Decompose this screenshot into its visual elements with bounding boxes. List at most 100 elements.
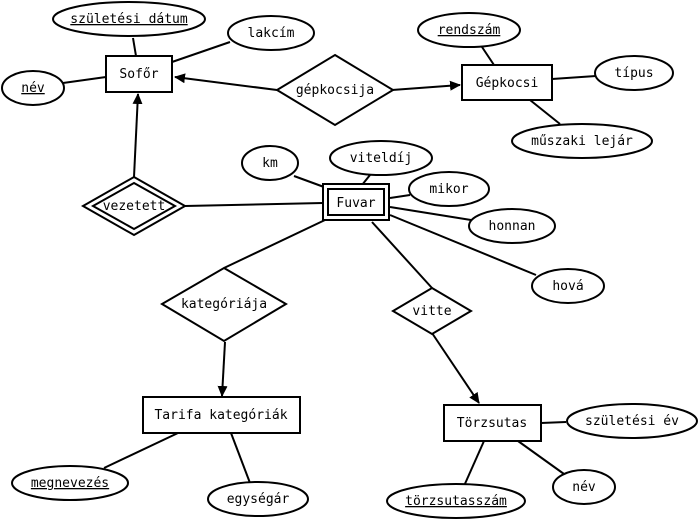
edge-vezetett-sofor: [132, 93, 143, 178]
edge-tarifa-egysegar: [230, 432, 251, 484]
attribute-tipus: típus: [594, 55, 674, 91]
attribute-nev-torzsutas: név: [552, 469, 616, 505]
edge-fuvar-mikor: [389, 194, 411, 199]
edge-tarifa-megnevezes: [103, 432, 179, 469]
entity-box: [105, 55, 173, 93]
attribute-hova: hová: [531, 268, 605, 304]
attribute-ellipse: [207, 481, 309, 517]
relationship-vitte: vitte: [391, 286, 473, 336]
entity-tarifa-kategoriak: Tarifa kategóriák: [142, 396, 301, 434]
relationship-label: vezetett: [103, 199, 166, 214]
entity-label: Tarifa kategóriák: [154, 408, 287, 423]
entity-box: [443, 404, 542, 442]
relationship-diamond: [160, 266, 288, 343]
entity-label: Törzsutas: [457, 416, 527, 431]
attribute-label: rendszám: [438, 23, 501, 38]
attribute-muszaki-lejar: műszaki lejár: [511, 123, 653, 159]
attribute-rendszam: rendszám: [417, 12, 521, 48]
entity-fuvar: Fuvar: [322, 183, 390, 221]
attribute-lakcim: lakcím: [227, 15, 315, 51]
relationship-label: gépkocsija: [296, 83, 374, 98]
relationship-diamond: [275, 53, 395, 127]
attribute-label: műszaki lejár: [531, 134, 633, 149]
edge-gepkocsija-sofor: [174, 73, 278, 91]
attribute-ellipse: [11, 465, 129, 501]
attribute-honnan: honnan: [468, 208, 556, 244]
attribute-torzsutasszam: törzsutasszám: [386, 483, 526, 519]
edges: [62, 37, 597, 487]
edge-fuvar-honnan: [389, 206, 472, 221]
attribute-ellipse: [566, 403, 698, 439]
attribute-label: név: [572, 480, 596, 495]
attribute-ellipse: [531, 268, 605, 304]
relationship-diamond-inner: [90, 181, 178, 231]
attribute-egysegar: egységár: [207, 481, 309, 517]
attribute-km: km: [241, 145, 299, 181]
relationship-label: kategóriája: [181, 297, 267, 312]
relationship-diamond: [391, 286, 473, 336]
attribute-ellipse: [329, 140, 433, 176]
attribute-label: típus: [614, 66, 653, 81]
attribute-ellipse: [511, 123, 653, 159]
attribute-ellipse: [1, 70, 65, 106]
edge-gepkocsi-rendszam: [481, 46, 495, 66]
entity-sofor: Sofőr: [105, 55, 173, 93]
edge-gepkocsija-gepkocsi: [391, 80, 461, 91]
attribute-label: hová: [552, 279, 583, 294]
attribute-ellipse: [386, 483, 526, 519]
attribute-label: mikor: [429, 182, 468, 197]
attribute-label: honnan: [489, 219, 536, 234]
attribute-nev-sofor: név: [1, 70, 65, 106]
attribute-label: törzsutasszám: [405, 494, 507, 509]
attribute-label: név: [21, 81, 45, 96]
entity-label: Sofőr: [119, 67, 158, 82]
attribute-viteldij: viteldíj: [329, 140, 433, 176]
entity-box: [142, 396, 301, 434]
relationship-vezetett: vezetett: [80, 175, 188, 237]
attribute-ellipse: [552, 469, 616, 505]
edge-sofor-nev: [62, 76, 107, 84]
relationship-label: vitte: [412, 304, 451, 319]
attribute-szuletesi-datum: születési dátum: [52, 1, 206, 37]
attribute-label: egységár: [227, 492, 290, 507]
attribute-ellipse: [594, 55, 674, 91]
edge-kategoriaja-tarifa: [217, 341, 228, 397]
relationship-gepkocsija: gépkocsija: [275, 53, 395, 127]
attribute-szuletesi-ev: születési év: [566, 403, 698, 439]
edge-fuvar-kategoriaja: [223, 219, 326, 269]
attribute-label: lakcím: [248, 26, 295, 41]
edge-fuvar-km: [293, 175, 325, 188]
entity-label: Gépkocsi: [476, 76, 539, 91]
edge-torzsutas-szuletesi-ev: [540, 421, 567, 424]
edge-vitte-torzsutas: [431, 332, 480, 404]
attribute-ellipse: [52, 1, 206, 37]
attribute-mikor: mikor: [408, 171, 490, 207]
attribute-label: km: [262, 156, 278, 171]
edge-fuvar-hova: [389, 214, 537, 276]
attribute-ellipse: [408, 171, 490, 207]
attribute-ellipse: [227, 15, 315, 51]
entity-label: Fuvar: [336, 196, 375, 211]
edge-gepkocsi-muszaki-lejar: [529, 99, 561, 125]
edge-gepkocsi-tipus: [551, 75, 597, 80]
entity-gepkocsi: Gépkocsi: [461, 64, 553, 101]
attribute-label: viteldíj: [350, 151, 413, 166]
edge-torzsutas-torzsutasszam: [463, 440, 485, 487]
entity-box: [461, 64, 553, 101]
attribute-megnevezes: megnevezés: [11, 465, 129, 501]
attribute-label: megnevezés: [31, 476, 109, 491]
edge-torzsutas-nev: [517, 440, 565, 475]
entity-torzsutas: Törzsutas: [443, 404, 542, 442]
edge-sofor-szuletesi-datum: [132, 37, 137, 57]
edge-fuvar-vitte: [371, 221, 433, 289]
entity-box-inner: [327, 188, 385, 216]
attribute-label: születési dátum: [70, 12, 188, 27]
attribute-ellipse: [417, 12, 521, 48]
attribute-ellipse: [241, 145, 299, 181]
relationship-kategoriaja: kategóriája: [160, 266, 288, 343]
attribute-label: születési év: [585, 414, 679, 429]
edge-vezetett-fuvar: [184, 202, 324, 207]
attribute-ellipse: [468, 208, 556, 244]
